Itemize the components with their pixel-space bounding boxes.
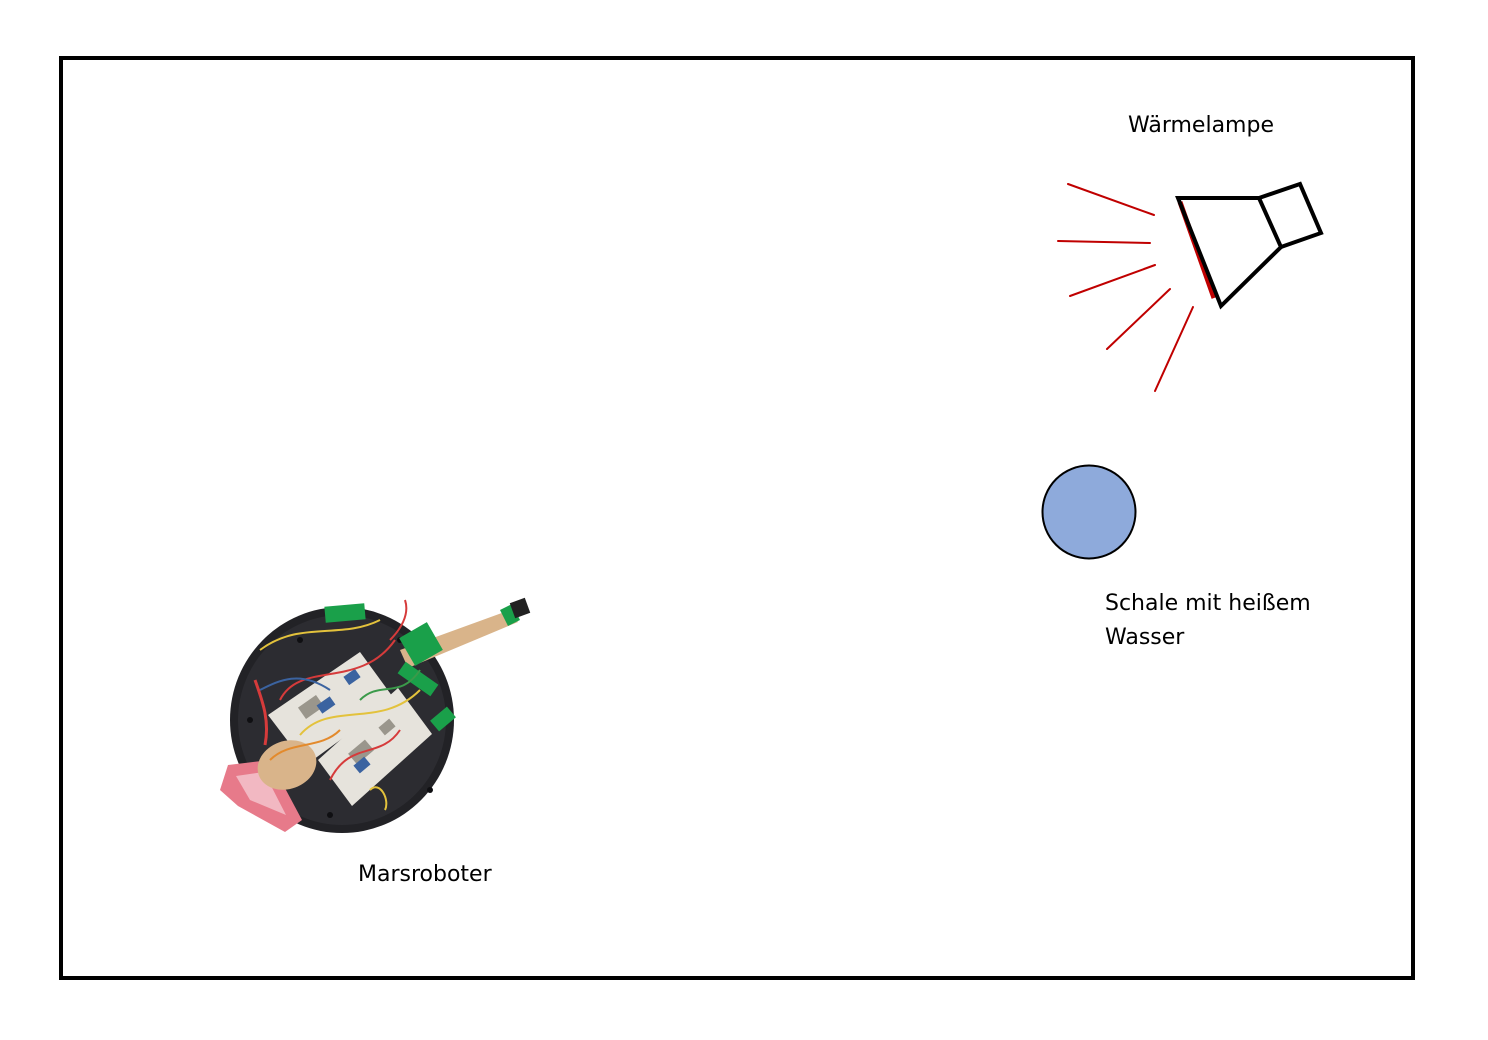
water-bowl-icon: [1041, 464, 1137, 560]
label-mars-robot: Marsroboter: [358, 862, 492, 887]
label-water-bowl-line2: Wasser: [1105, 625, 1185, 650]
heat-lamp-icon: [1175, 181, 1324, 310]
label-water-bowl-line1: Schale mit heißem: [1105, 591, 1311, 616]
mars-robot-photo: [220, 597, 531, 833]
arena-frame: [59, 56, 1415, 980]
label-heat-lamp: Wärmelampe: [1128, 113, 1274, 138]
heat-rays: [1057, 183, 1194, 392]
label-water-bowl: Schale mit heißem Wasser: [1105, 587, 1311, 655]
